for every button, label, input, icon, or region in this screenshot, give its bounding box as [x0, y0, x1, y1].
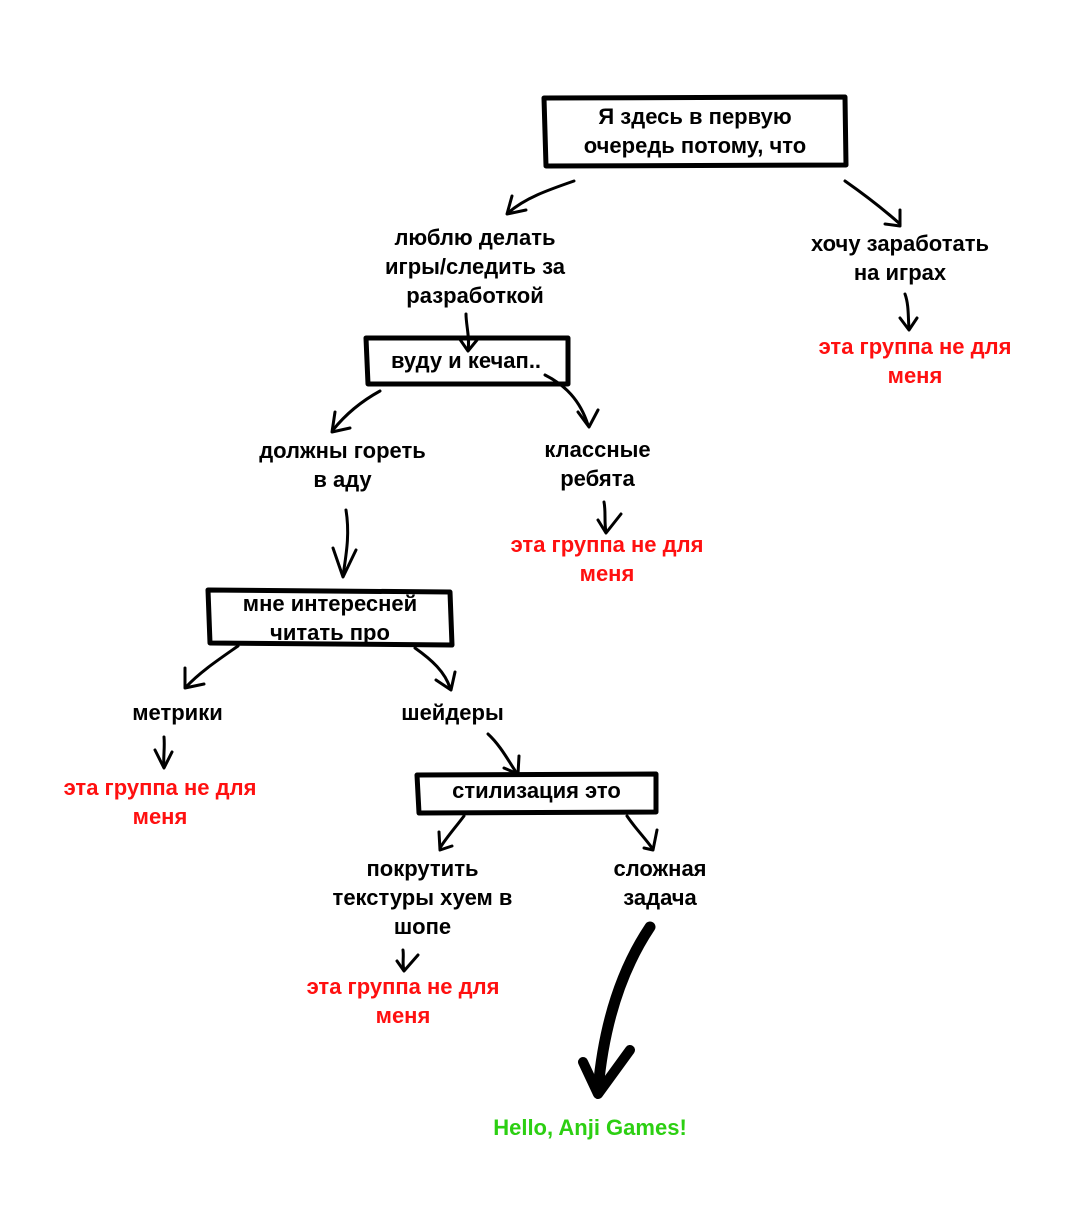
cool-result-label: эта группа не для меня [510, 532, 704, 586]
arrow-shaders-to-style-head [502, 754, 521, 776]
arrow-cool-to-result [602, 500, 608, 534]
arrow-metrics-to-result [162, 735, 166, 769]
arrow-love-to-voodoo-head [457, 336, 479, 353]
read-about-box-outline [205, 587, 455, 648]
arrow-style-to-hard-head [642, 828, 659, 852]
root-box-outline [541, 94, 849, 169]
arrow-money-to-result-head [898, 316, 919, 332]
arrow-voodoo-to-cool [543, 373, 590, 427]
arrow-money-to-result [903, 292, 911, 330]
money-result-label: эта группа не для меня [818, 334, 1012, 388]
arrow-root-to-money-head [883, 208, 902, 228]
stylization-box: стилизация это [452, 778, 621, 803]
voodoo-box-outline [363, 335, 571, 387]
shaders-node: шейдеры [401, 700, 504, 725]
final-greeting-label: Hello, Anji Games! [493, 1115, 687, 1140]
stylization-box-outline [414, 771, 659, 816]
arrow-twist-to-result [401, 948, 406, 972]
arrow-voodoo-to-cool-head [576, 408, 600, 429]
arrow-root-to-love [506, 179, 576, 215]
arrow-love-to-voodoo [464, 312, 471, 352]
arrow-style-to-hard [625, 814, 654, 850]
arrow-twist-to-result-head [395, 953, 420, 973]
arrow-root-to-love-head [505, 194, 528, 216]
arrow-root-to-money [843, 179, 902, 226]
arrow-burn-to-read-head [331, 546, 358, 579]
voodoo-box: вуду и кечап.. [390, 348, 542, 373]
burn-node: должны гореть в аду [259, 438, 426, 492]
arrow-shaders-to-style [486, 732, 518, 774]
cool-node: классные ребята [544, 437, 651, 491]
love-games-node: люблю делать игры/следить за разработкой [385, 225, 565, 308]
twist-node: покрутить текстуры хуем в шопе [332, 856, 513, 939]
arrow-style-to-twist-head [437, 830, 454, 852]
read-about-box: мне интересней читать про [242, 591, 418, 645]
arrow-hard-to-final [592, 921, 656, 1096]
arrow-burn-to-read [341, 508, 350, 578]
arrow-metrics-to-result-head [153, 748, 174, 770]
arrow-style-to-twist [438, 814, 466, 850]
arrow-read-to-shaders-head [434, 670, 457, 692]
root-question-box: Я здесь в первую очередь потому, что [583, 104, 807, 158]
arrow-read-to-metrics [184, 644, 240, 689]
arrow-read-to-shaders [413, 646, 452, 690]
arrow-voodoo-to-burn [331, 389, 382, 432]
arrow-voodoo-to-burn-head [330, 410, 352, 434]
arrow-cool-to-result-head [596, 512, 623, 535]
money-node: хочу заработать на играх [810, 231, 990, 285]
hard-node: сложная задача [613, 856, 707, 910]
arrow-hard-to-final-head [578, 1045, 635, 1099]
twist-result-label: эта группа не для меня [306, 974, 500, 1028]
arrow-read-to-metrics-head [183, 666, 206, 690]
metrics-result-label: эта группа не для меня [63, 775, 257, 829]
metrics-node: метрики [132, 700, 223, 725]
